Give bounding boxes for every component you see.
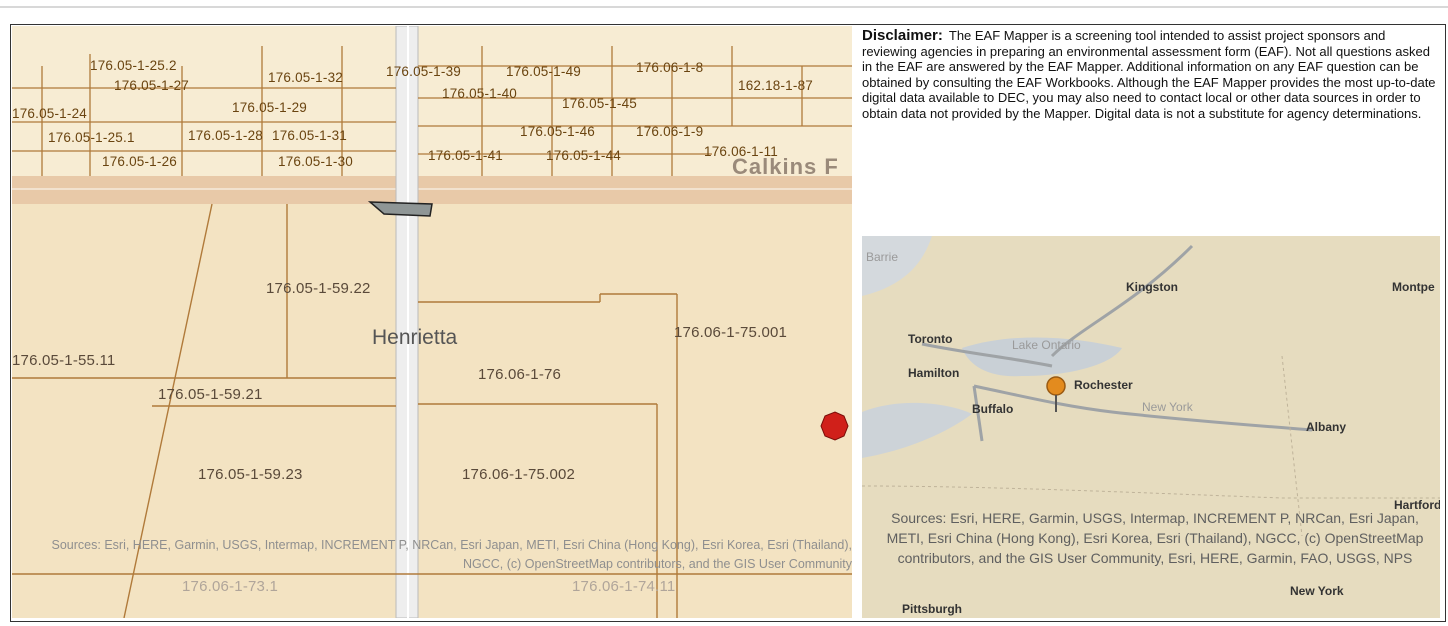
disclaimer-heading: Disclaimer: [862, 27, 943, 44]
parcel-label: 176.05-1-59.22 [266, 280, 371, 297]
parcel-label: 176.05-1-55.11 [12, 352, 116, 369]
city-label: New York [1290, 584, 1344, 598]
parcel-label: 176.05-1-27 [114, 78, 190, 93]
top-rule [0, 6, 1448, 8]
parcel-label: 176.06-1-75.002 [462, 466, 576, 483]
city-label: Barrie [866, 250, 899, 264]
parcel-label: 176.05-1-28 [188, 128, 264, 143]
parcel-label: 176.05-1-25.2 [90, 58, 177, 73]
city-label: Montpe [1392, 280, 1435, 294]
city-label: Hamilton [908, 366, 960, 380]
city-label: Hartford [1394, 498, 1440, 512]
parcel-label: 176.06-1-8 [636, 60, 704, 75]
city-label: Toronto [908, 332, 953, 346]
disclaimer: Disclaimer:The EAF Mapper is a screening… [862, 28, 1437, 121]
overview-attribution: Sources: Esri, HERE, Garmin, USGS, Inter… [886, 510, 1424, 566]
parcel-map[interactable]: 176.05-1-25.2 176.05-1-27 176.05-1-24 17… [12, 26, 852, 618]
city-label: Buffalo [972, 402, 1014, 416]
disclaimer-text: The EAF Mapper is a screening tool inten… [862, 28, 1436, 121]
parcel-label: 176.05-1-59.21 [158, 386, 263, 403]
city-label: Rochester [1074, 378, 1133, 392]
parcel-label: 176.05-1-30 [278, 154, 354, 169]
parcel-label: 176.05-1-32 [268, 70, 344, 85]
parcel-label: 162.18-1-87 [738, 78, 814, 93]
street-label: Calkins F [732, 154, 839, 179]
parcel-label: 176.05-1-24 [12, 106, 88, 121]
parcel-label: 176.05-1-59.23 [198, 466, 303, 483]
parcel-label: 176.05-1-41 [428, 148, 504, 163]
town-label: Henrietta [372, 326, 458, 349]
parcel-label: 176.06-1-73.1 [182, 578, 279, 595]
map-attribution: Sources: Esri, HERE, Garmin, USGS, Inter… [51, 538, 852, 571]
city-label: New York [1142, 400, 1193, 414]
parcel-label: 176.05-1-31 [272, 128, 348, 143]
parcel-label: 176.05-1-46 [520, 124, 596, 139]
city-label: Kingston [1126, 280, 1178, 294]
parcel-map-graphics [12, 26, 852, 618]
city-label: Pittsburgh [902, 602, 962, 616]
parcel-label: 176.05-1-40 [442, 86, 518, 101]
parcel-label: 176.05-1-25.1 [48, 130, 135, 145]
city-label: Lake Ontario [1012, 338, 1081, 352]
parcel-label: 176.06-1-11 [704, 144, 779, 159]
parcel-label: 176.05-1-39 [386, 64, 462, 79]
parcel-label: 176.06-1-75.001 [674, 324, 788, 341]
parcel-label: 176.05-1-45 [562, 96, 638, 111]
parcel-label: 176.05-1-44 [546, 148, 622, 163]
overview-map-graphics [862, 236, 1440, 618]
parcel-label: 176.06-1-74.11 [572, 578, 676, 595]
parcel-label: 176.06-1-76 [478, 366, 562, 383]
parcel-label: 176.05-1-49 [506, 64, 582, 79]
parcel-label: 176.06-1-9 [636, 124, 704, 139]
parcel-label: 176.05-1-29 [232, 100, 308, 115]
city-label: Albany [1306, 420, 1347, 434]
overview-map[interactable]: Barrie Kingston Montpe Toronto Lake Onta… [862, 236, 1440, 618]
parcel-label: 176.05-1-26 [102, 154, 178, 169]
